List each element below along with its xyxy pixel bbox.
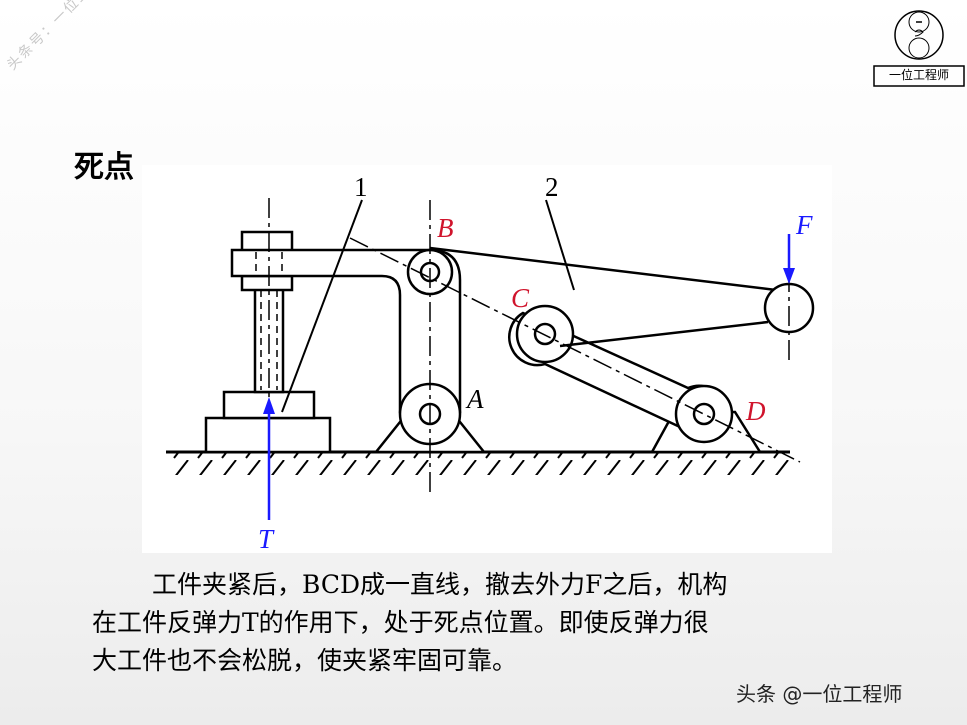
label-t: T bbox=[258, 524, 275, 554]
force-f-arrow bbox=[783, 234, 795, 284]
caption: 工件夹紧后，BCD成一直线，撤去外力F之后，机构 在工件反弹力T的作用下，处于死… bbox=[92, 566, 892, 680]
label-a: A bbox=[465, 384, 484, 414]
label-c: C bbox=[511, 283, 530, 313]
footer-credit: 头条 @一位工程师 bbox=[736, 682, 903, 706]
leader-lines bbox=[281, 199, 575, 413]
label-part-1: 1 bbox=[354, 172, 368, 202]
ground bbox=[166, 450, 790, 475]
label-d: D bbox=[745, 396, 766, 426]
handle bbox=[429, 246, 815, 348]
link-cd bbox=[508, 304, 734, 444]
force-t-arrow bbox=[263, 397, 275, 520]
caption-line-3: 大工件也不会松脱，使夹紧牢固可靠。 bbox=[92, 646, 518, 675]
caption-line-1: 工件夹紧后，BCD成一直线，撤去外力F之后，机构 bbox=[152, 570, 728, 599]
page-title: 死点 bbox=[74, 150, 134, 185]
caption-line-2: 在工件反弹力T的作用下，处于死点位置。即使反弹力很 bbox=[92, 608, 709, 637]
logo-icon bbox=[873, 10, 965, 87]
label-b: B bbox=[437, 213, 454, 243]
label-part-2: 2 bbox=[545, 172, 559, 202]
nut-hidden-lines bbox=[255, 252, 283, 276]
label-f: F bbox=[795, 210, 813, 240]
logo-text: 一位工程师 bbox=[888, 68, 949, 82]
